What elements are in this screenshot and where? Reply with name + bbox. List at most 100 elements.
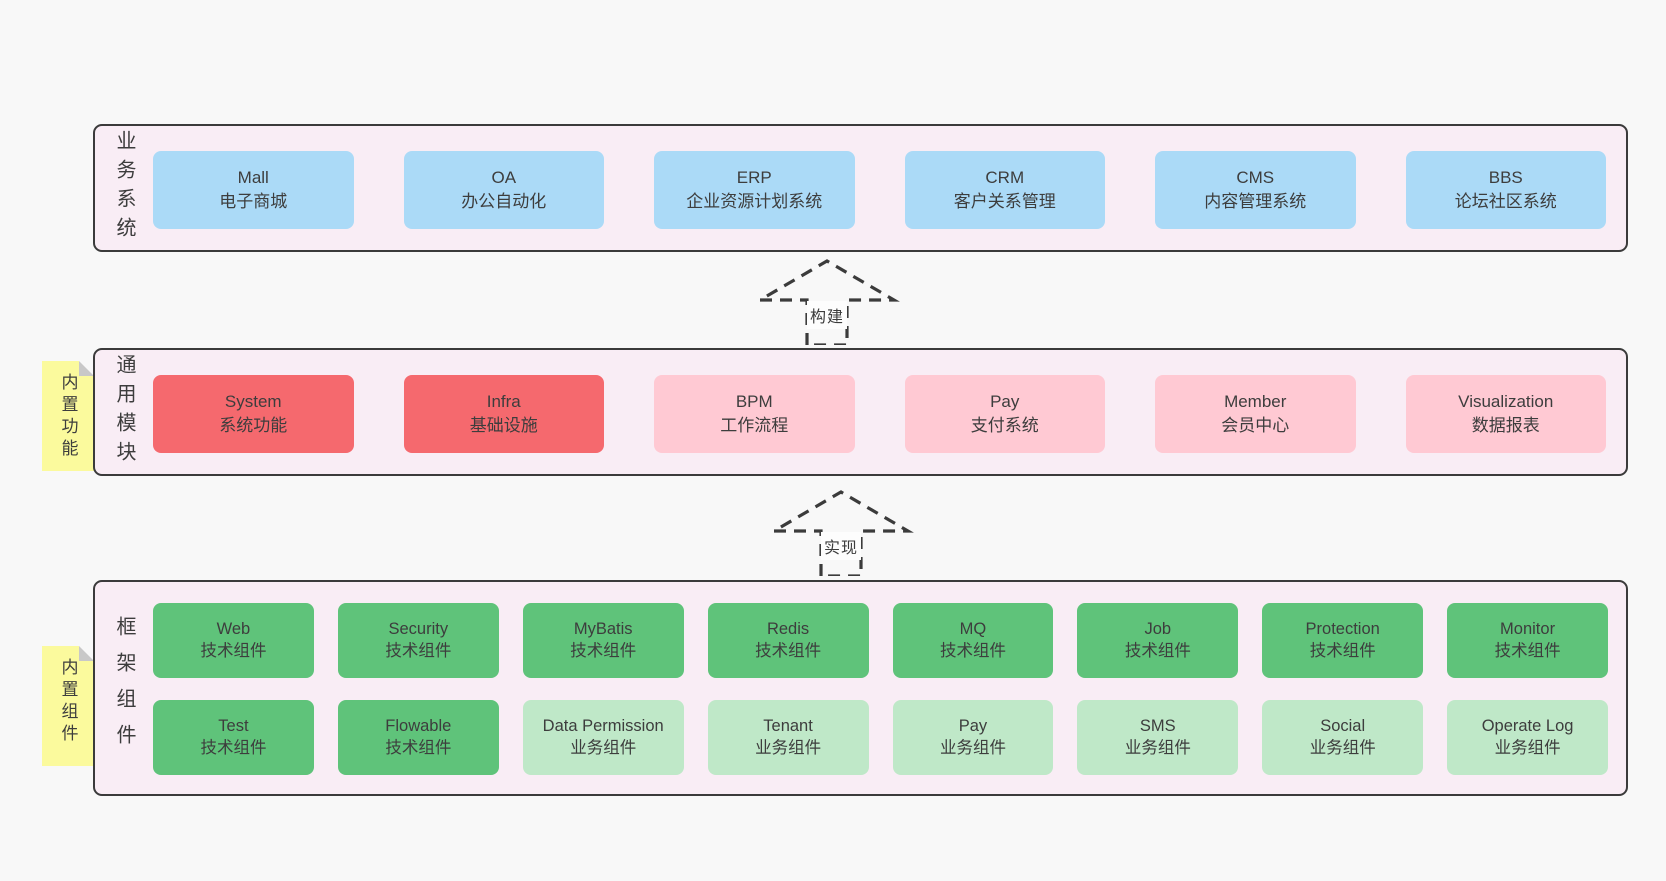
box-oa-desc: 办公自动化 [461, 192, 547, 211]
box-mybatis: MyBatis 技术组件 [522, 603, 684, 678]
box-monitor-name: Monitor [1500, 620, 1556, 639]
box-mq: MQ 技术组件 [892, 603, 1054, 678]
box-monitor-desc: 技术组件 [1494, 641, 1561, 660]
box-pay-desc: 支付系统 [970, 416, 1039, 435]
box-erp-name: ERP [736, 167, 772, 187]
arrow-implement-label: 实现 [820, 532, 862, 560]
box-infra-name: Infra [486, 391, 521, 411]
box-monitor: Monitor 技术组件 [1447, 603, 1608, 678]
box-redis: Redis 技术组件 [707, 603, 869, 678]
box-bpm-desc: 工作流程 [720, 416, 789, 435]
box-operate-log-name: Operate Log [1481, 717, 1574, 736]
box-bbs-desc: 论坛社区系统 [1454, 192, 1557, 211]
box-bbs-name: BBS [1488, 167, 1523, 187]
layer-label-business-systems-text: 业务系统 [113, 130, 135, 246]
box-mall: Mall 电子商城 [153, 151, 354, 229]
box-sms-name: SMS [1139, 717, 1176, 736]
box-mall-desc: 电子商城 [219, 192, 288, 211]
box-bbs: BBS 论坛社区系统 [1405, 151, 1606, 229]
arrow-build: 构建 [752, 255, 902, 345]
box-tenant: Tenant 业务组件 [707, 700, 869, 775]
box-mq-desc: 技术组件 [939, 641, 1006, 660]
box-web-desc: 技术组件 [200, 641, 267, 660]
sticky-fold-icon [79, 361, 94, 376]
box-security-desc: 技术组件 [385, 641, 452, 660]
layer-label-common-modules-text: 通用模块 [113, 354, 135, 470]
arrow-implement-shape [768, 490, 914, 576]
box-member: Member 会员中心 [1155, 375, 1356, 453]
box-sms-desc: 业务组件 [1124, 738, 1191, 757]
box-visualization-desc: 数据报表 [1471, 416, 1540, 435]
box-tenant-name: Tenant [763, 717, 813, 736]
box-oa-name: OA [491, 167, 517, 187]
box-system: System 系统功能 [153, 375, 354, 453]
box-mybatis-desc: 技术组件 [570, 641, 637, 660]
layer-label-framework-components: 框架组件 [95, 582, 153, 794]
business-systems-grid: Mall 电子商城 OA 办公自动化 ERP 企业资源计划系统 CRM 客户关系… [153, 126, 1626, 250]
sticky-note-builtin-features-text: 内置功能 [58, 373, 78, 461]
box-mybatis-name: MyBatis [573, 620, 633, 639]
box-pay-biz: Pay 业务组件 [892, 700, 1054, 775]
box-flowable-desc: 技术组件 [385, 738, 452, 757]
box-member-desc: 会员中心 [1221, 416, 1290, 435]
box-security: Security 技术组件 [337, 603, 499, 678]
layer-label-common-modules: 通用模块 [95, 350, 153, 474]
box-pay-biz-desc: 业务组件 [939, 738, 1006, 757]
box-erp-desc: 企业资源计划系统 [686, 192, 823, 211]
box-job-desc: 技术组件 [1124, 641, 1191, 660]
box-data-permission-name: Data Permission [542, 717, 664, 736]
box-crm: CRM 客户关系管理 [904, 151, 1105, 229]
sticky-fold-icon [79, 646, 94, 661]
box-protection-desc: 技术组件 [1309, 641, 1376, 660]
arrow-implement: 实现 [766, 486, 916, 576]
box-erp: ERP 企业资源计划系统 [654, 151, 855, 229]
box-data-permission-desc: 业务组件 [570, 738, 637, 757]
box-infra: Infra 基础设施 [403, 375, 604, 453]
box-security-name: Security [388, 620, 449, 639]
box-mq-name: MQ [959, 620, 987, 639]
common-modules-grid: System 系统功能 Infra 基础设施 BPM 工作流程 Pay 支付系统… [153, 350, 1626, 474]
box-protection: Protection 技术组件 [1262, 603, 1424, 678]
box-social-name: Social [1320, 717, 1366, 736]
box-cms-name: CMS [1236, 167, 1275, 187]
box-operate-log: Operate Log 业务组件 [1447, 700, 1608, 775]
box-web: Web 技术组件 [153, 603, 314, 678]
box-test-desc: 技术组件 [200, 738, 267, 757]
box-social-desc: 业务组件 [1309, 738, 1376, 757]
box-web-name: Web [216, 620, 251, 639]
box-protection-name: Protection [1305, 620, 1380, 639]
box-pay: Pay 支付系统 [904, 375, 1105, 453]
layer-business-systems: 业务系统 Mall 电子商城 OA 办公自动化 ERP 企业资源计划系统 CRM… [93, 124, 1628, 252]
layer-framework-components: 框架组件 Web 技术组件 Security 技术组件 MyBatis 技术组件… [93, 580, 1628, 796]
box-visualization: Visualization 数据报表 [1405, 375, 1606, 453]
box-tenant-desc: 业务组件 [755, 738, 822, 757]
box-crm-name: CRM [985, 167, 1025, 187]
box-cms-desc: 内容管理系统 [1204, 192, 1307, 211]
box-system-desc: 系统功能 [219, 416, 288, 435]
box-social: Social 业务组件 [1262, 700, 1424, 775]
box-pay-name: Pay [990, 391, 1020, 411]
box-system-name: System [224, 391, 282, 411]
box-redis-desc: 技术组件 [755, 641, 822, 660]
box-mall-name: Mall [237, 167, 269, 187]
box-data-permission: Data Permission 业务组件 [522, 700, 684, 775]
box-redis-name: Redis [766, 620, 810, 639]
box-crm-desc: 客户关系管理 [953, 192, 1056, 211]
box-operate-log-desc: 业务组件 [1494, 738, 1561, 757]
box-bpm-name: BPM [735, 391, 773, 411]
box-sms: SMS 业务组件 [1077, 700, 1239, 775]
sticky-note-builtin-components: 内置组件 [42, 646, 94, 766]
box-cms: CMS 内容管理系统 [1155, 151, 1356, 229]
layer-common-modules: 通用模块 System 系统功能 Infra 基础设施 BPM 工作流程 Pay… [93, 348, 1628, 476]
box-job: Job 技术组件 [1077, 603, 1239, 678]
layer-label-framework-components-text: 框架组件 [113, 616, 135, 760]
box-oa: OA 办公自动化 [403, 151, 604, 229]
arrow-build-label: 构建 [806, 301, 848, 329]
box-infra-desc: 基础设施 [469, 416, 538, 435]
box-visualization-name: Visualization [1458, 391, 1554, 411]
box-member-name: Member [1224, 391, 1287, 411]
box-flowable-name: Flowable [385, 717, 452, 736]
box-test: Test 技术组件 [153, 700, 314, 775]
sticky-note-builtin-components-text: 内置组件 [58, 658, 78, 746]
box-test-name: Test [218, 717, 249, 736]
